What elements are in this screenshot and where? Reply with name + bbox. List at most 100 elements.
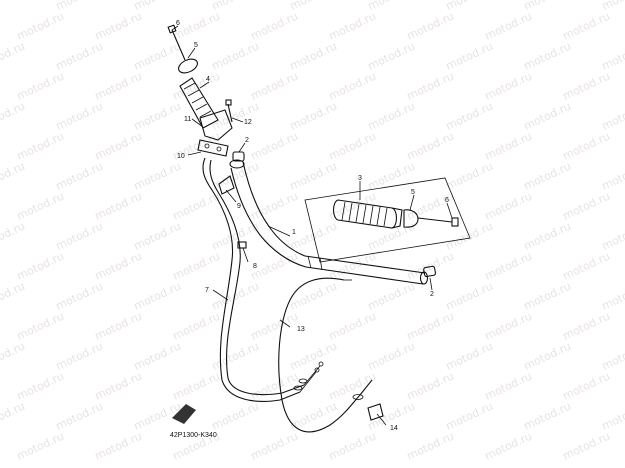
- watermark-text: motod.ru: [0, 0, 27, 13]
- watermark-text: motod.ru: [249, 310, 300, 343]
- watermark-text: motod.ru: [405, 430, 456, 463]
- watermark-text: motod.ru: [249, 430, 300, 463]
- callout-3: 3: [358, 175, 362, 182]
- watermark-text: motod.ru: [15, 250, 66, 283]
- watermark-text: motod.ru: [54, 100, 105, 133]
- cable-guide: [218, 175, 235, 195]
- watermark-text: motod.ru: [93, 370, 144, 403]
- callout-1: 1: [292, 229, 296, 236]
- watermark-text: motod.ru: [249, 190, 300, 223]
- watermark-text: motod.ru: [171, 310, 222, 343]
- callout-10: 10: [177, 153, 185, 160]
- watermark-text: motod.ru: [327, 70, 378, 103]
- watermark-text: motod.ru: [444, 160, 495, 193]
- choke-cable: [278, 277, 373, 433]
- watermark-text: motod.ru: [483, 250, 534, 283]
- watermark-text: motod.ru: [15, 130, 66, 163]
- watermark-text: motod.ru: [210, 100, 261, 133]
- callout-6-left: 6: [176, 20, 180, 27]
- watermark-text: motod.ru: [522, 340, 573, 373]
- cable-clip: [237, 241, 247, 249]
- watermark-text: motod.ru: [93, 430, 144, 463]
- watermark-text: motod.ru: [600, 40, 625, 73]
- watermark-text: motod.ru: [249, 10, 300, 43]
- watermark-text: motod.ru: [15, 310, 66, 343]
- watermark-text: motod.ru: [561, 370, 612, 403]
- watermark-text: motod.ru: [327, 310, 378, 343]
- watermark-text: motod.ru: [132, 100, 183, 133]
- watermark-text: motod.ru: [405, 70, 456, 103]
- watermark-text: motod.ru: [483, 130, 534, 163]
- watermark-text: motod.ru: [522, 280, 573, 313]
- callout-6-right: 6: [445, 197, 449, 204]
- watermark-text: motod.ru: [93, 310, 144, 343]
- watermark-text: motod.ru: [288, 340, 339, 373]
- callout-13: 13: [297, 326, 305, 333]
- watermark-text: motod.ru: [93, 250, 144, 283]
- watermark-text: motod.ru: [483, 70, 534, 103]
- cable-holder: [367, 403, 384, 421]
- watermark-text: motod.ru: [405, 370, 456, 403]
- watermark-text: motod.ru: [366, 340, 417, 373]
- watermark-text: motod.ru: [483, 370, 534, 403]
- watermark-text: motod.ru: [171, 250, 222, 283]
- watermark-text: motod.ru: [54, 400, 105, 433]
- watermark-text: motod.ru: [132, 280, 183, 313]
- watermark-text: motod.ru: [405, 310, 456, 343]
- watermark-text: motod.ru: [327, 130, 378, 163]
- watermark-text: motod.ru: [444, 0, 495, 13]
- bar-end-weight-left: [232, 151, 245, 162]
- watermark-text: motod.ru: [249, 370, 300, 403]
- watermark-text: motod.ru: [210, 40, 261, 73]
- watermark-text: motod.ru: [93, 190, 144, 223]
- watermark-text: motod.ru: [444, 40, 495, 73]
- callout-8: 8: [253, 263, 257, 270]
- watermark-text: motod.ru: [210, 400, 261, 433]
- watermark-text: motod.ru: [0, 340, 27, 373]
- callout-2-right: 2: [430, 291, 434, 298]
- callout-5-left: 5: [194, 42, 198, 49]
- watermark-text: motod.ru: [366, 0, 417, 13]
- watermark-text: motod.ru: [210, 160, 261, 193]
- watermark-text: motod.ru: [15, 190, 66, 223]
- watermark-text: motod.ru: [288, 40, 339, 73]
- watermark-text: motod.ru: [288, 0, 339, 13]
- watermark-text: motod.ru: [600, 160, 625, 193]
- watermark-text: motod.ru: [522, 220, 573, 253]
- watermark-text: motod.ru: [561, 430, 612, 463]
- watermark-text: motod.ru: [561, 250, 612, 283]
- watermark-text: motod.ru: [54, 280, 105, 313]
- watermark-text: motod.ru: [600, 220, 625, 253]
- watermark-text: motod.ru: [444, 400, 495, 433]
- watermark-text: motod.ru: [327, 250, 378, 283]
- watermark-text: motod.ru: [54, 220, 105, 253]
- watermark-text: motod.ru: [522, 100, 573, 133]
- watermark-text: motod.ru: [132, 220, 183, 253]
- watermark-text: motod.ru: [0, 280, 27, 313]
- right-grip-end: [403, 209, 419, 228]
- watermark-text: motod.ru: [405, 130, 456, 163]
- leader-lines: [171, 25, 453, 426]
- watermark-text: motod.ru: [132, 160, 183, 193]
- watermark-text: motod.ru: [522, 0, 573, 13]
- watermark-text: motod.ru: [327, 370, 378, 403]
- watermark-text: motod.ru: [0, 400, 27, 433]
- front-direction-arrow-icon: [172, 404, 196, 424]
- watermark-text: motod.ru: [0, 40, 27, 73]
- watermark-text: motod.ru: [54, 40, 105, 73]
- watermark-text: motod.ru: [288, 160, 339, 193]
- watermark-text: motod.ru: [93, 70, 144, 103]
- watermark-text: motod.ru: [15, 430, 66, 463]
- watermark-text: motod.ru: [54, 340, 105, 373]
- right-grip: [332, 199, 403, 229]
- callout-2-left: 2: [245, 137, 249, 144]
- watermark-text: motod.ru: [171, 370, 222, 403]
- watermark-text: motod.ru: [93, 130, 144, 163]
- watermark-text: motod.ru: [132, 0, 183, 13]
- watermark-text: motod.ru: [600, 340, 625, 373]
- watermark-text: motod.ru: [288, 280, 339, 313]
- callout-labels: 1 2 2 3 4 5 5 6 6 7 8 9 10 11 12 13 14: [176, 20, 449, 432]
- watermark-text: motod.ru: [483, 310, 534, 343]
- watermark-text: motod.ru: [132, 340, 183, 373]
